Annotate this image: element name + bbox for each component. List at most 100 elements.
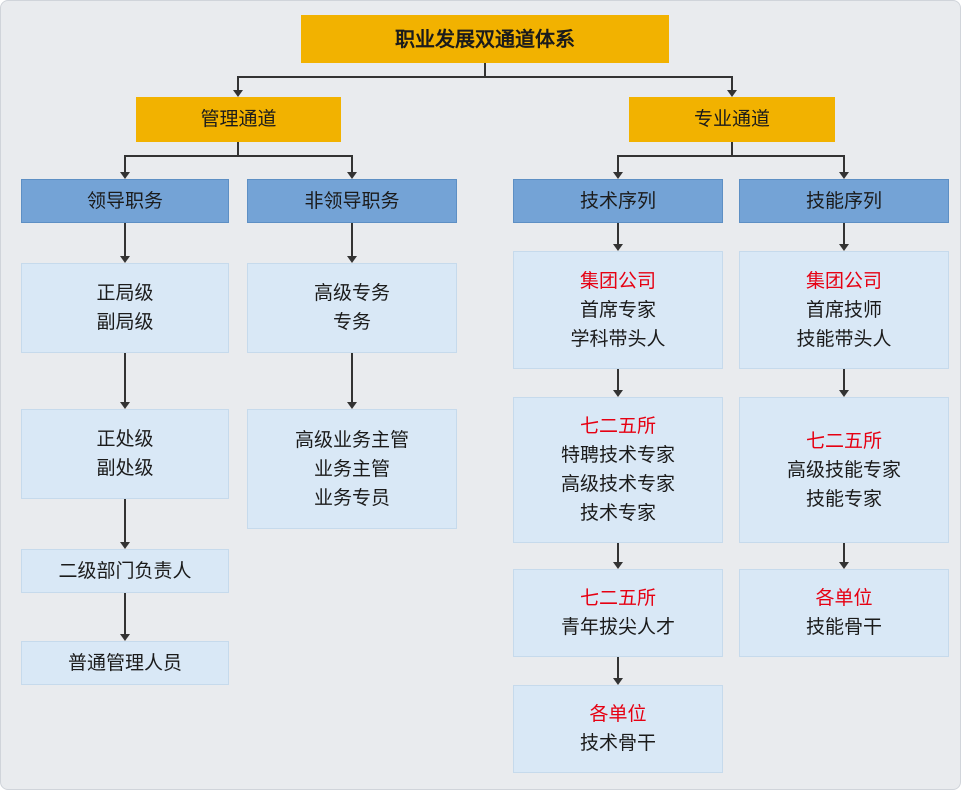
node-line: 技能带头人 <box>796 327 892 350</box>
arrow-skill-1 <box>839 390 849 397</box>
connector-to-leadership <box>124 155 126 172</box>
connector-title-branch <box>237 76 733 78</box>
connector-non-leadership-0 <box>351 223 353 256</box>
header-non-leadership-label: 非领导职务 <box>304 189 400 212</box>
node-technical-2: 七二五所 青年拔尖人才 <box>513 569 723 657</box>
arrow-technical-0 <box>613 244 623 251</box>
node-technical-0: 集团公司 首席专家 学科带头人 <box>513 251 723 369</box>
channel-professional: 专业通道 <box>629 97 835 142</box>
node-line: 青年拔尖人才 <box>560 616 675 638</box>
arrow-leadership-3 <box>120 634 130 641</box>
arrow-to-technical <box>613 172 623 179</box>
connector-technical-0 <box>617 223 619 244</box>
connector-professional-stem <box>731 142 733 156</box>
connector-to-management <box>237 76 239 91</box>
arrow-technical-2 <box>613 562 623 569</box>
connector-to-professional <box>731 76 733 91</box>
node-leadership-0: 正局级 副局级 <box>21 263 229 353</box>
node-leadership-3: 普通管理人员 <box>21 641 229 685</box>
node-skill-1: 七二五所 高级技能专家 技能专家 <box>739 397 949 543</box>
node-tag: 七二五所 <box>579 587 656 609</box>
arrow-to-skill <box>839 172 849 179</box>
arrow-leadership-0 <box>120 256 130 263</box>
node-line: 技能骨干 <box>805 616 882 638</box>
node-line: 技术骨干 <box>579 732 656 754</box>
node-line: 高级技术专家 <box>560 473 675 495</box>
node-line: 副局级 <box>96 311 154 333</box>
connector-skill-2 <box>843 543 845 562</box>
arrow-to-non-leadership <box>347 172 357 179</box>
node-skill-0: 集团公司 首席技师 技能带头人 <box>739 251 949 369</box>
node-line: 学科带头人 <box>570 327 666 350</box>
node-leadership-1: 正处级 副处级 <box>21 409 229 499</box>
header-technical: 技术序列 <box>513 179 723 223</box>
node-tag: 七二五所 <box>579 415 656 437</box>
node-tag: 七二五所 <box>805 429 882 452</box>
header-leadership: 领导职务 <box>21 179 229 223</box>
header-non-leadership: 非领导职务 <box>247 179 457 223</box>
connector-leadership-1 <box>124 353 126 402</box>
arrow-to-professional <box>727 90 737 97</box>
arrow-leadership-2 <box>120 542 130 549</box>
node-line: 正局级 <box>96 282 154 304</box>
node-line: 首席技师 <box>805 298 882 321</box>
connector-to-skill <box>843 155 845 172</box>
node-line: 副处级 <box>96 457 154 479</box>
channel-professional-label: 专业通道 <box>693 108 770 130</box>
connector-technical-2 <box>617 543 619 562</box>
connector-leadership-0 <box>124 223 126 256</box>
node-line: 首席专家 <box>579 298 656 321</box>
header-skill: 技能序列 <box>739 179 949 223</box>
node-tag: 各单位 <box>589 703 647 725</box>
node-line: 正处级 <box>96 428 154 450</box>
arrow-leadership-1 <box>120 402 130 409</box>
connector-technical-1 <box>617 369 619 390</box>
diagram-title: 职业发展双通道体系 <box>301 15 669 63</box>
connector-leadership-2 <box>124 499 126 542</box>
node-non-leadership-0: 高级专务 专务 <box>247 263 457 353</box>
connector-to-non-leadership <box>351 155 353 172</box>
node-line: 高级业务主管 <box>294 428 409 451</box>
arrow-skill-2 <box>839 562 849 569</box>
node-tag: 各单位 <box>815 587 873 609</box>
connector-professional-branch <box>617 155 845 157</box>
node-line: 技术专家 <box>579 502 656 524</box>
arrow-to-management <box>233 90 243 97</box>
node-tag: 集团公司 <box>805 269 882 292</box>
header-leadership-label: 领导职务 <box>86 189 163 212</box>
node-line: 普通管理人员 <box>67 651 182 674</box>
arrow-non-leadership-1 <box>347 402 357 409</box>
arrow-to-leadership <box>120 172 130 179</box>
channel-management-label: 管理通道 <box>200 108 277 130</box>
node-line: 业务主管 <box>313 457 390 480</box>
connector-to-technical <box>617 155 619 172</box>
connector-non-leadership-1 <box>351 353 353 402</box>
node-line: 技能专家 <box>805 487 882 510</box>
node-non-leadership-1: 高级业务主管 业务主管 业务专员 <box>247 409 457 529</box>
node-tag: 集团公司 <box>579 269 656 292</box>
connector-management-branch <box>124 155 353 157</box>
node-line: 二级部门负责人 <box>58 559 192 582</box>
connector-technical-3 <box>617 657 619 678</box>
diagram-title-text: 职业发展双通道体系 <box>395 26 575 51</box>
connector-title-stem <box>484 63 486 77</box>
node-line: 专务 <box>332 311 371 333</box>
header-skill-label: 技能序列 <box>805 189 882 212</box>
header-technical-label: 技术序列 <box>579 189 656 212</box>
connector-leadership-3 <box>124 593 126 634</box>
connector-skill-1 <box>843 369 845 390</box>
node-technical-3: 各单位 技术骨干 <box>513 685 723 773</box>
arrow-technical-1 <box>613 390 623 397</box>
connector-management-stem <box>237 142 239 156</box>
arrow-skill-0 <box>839 244 849 251</box>
node-line: 高级技能专家 <box>786 458 901 481</box>
node-skill-2: 各单位 技能骨干 <box>739 569 949 657</box>
node-leadership-2: 二级部门负责人 <box>21 549 229 593</box>
node-line: 业务专员 <box>313 486 390 509</box>
node-line: 高级专务 <box>313 282 390 304</box>
arrow-technical-3 <box>613 678 623 685</box>
connector-skill-0 <box>843 223 845 244</box>
arrow-non-leadership-0 <box>347 256 357 263</box>
node-technical-1: 七二五所 特聘技术专家 高级技术专家 技术专家 <box>513 397 723 543</box>
